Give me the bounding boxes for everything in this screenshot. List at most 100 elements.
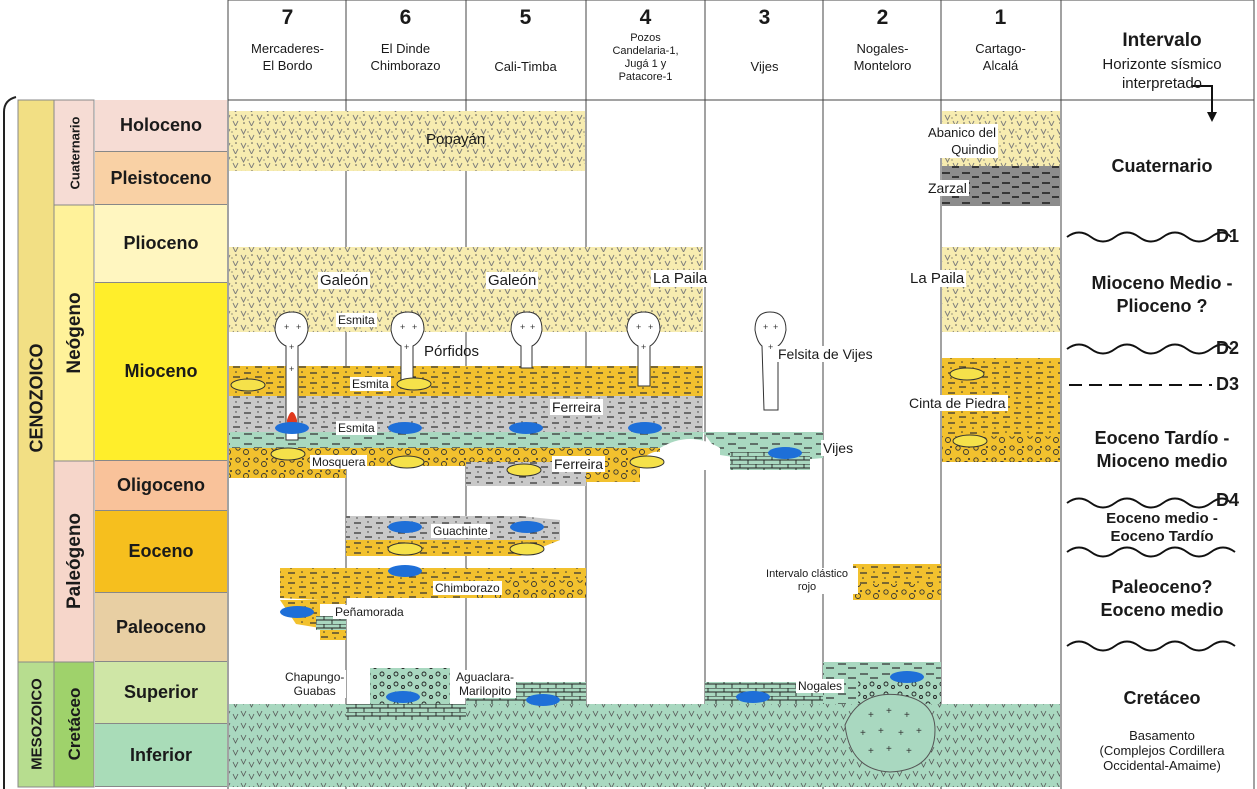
label-nogales: Nogales <box>796 679 845 693</box>
col-1-number: 1 <box>994 6 1007 29</box>
horizon-d2: D2 <box>1216 338 1240 358</box>
esmita-green <box>229 432 703 448</box>
epoch-paleoceno: Paleoceno <box>95 593 227 662</box>
label-esmita-1: Esmita <box>336 313 377 327</box>
period-cuaternario: Cuaternario <box>67 116 83 190</box>
interval-eoceno-medio-tardio: Eoceno medio - Eoceno Tardío <box>1106 510 1218 545</box>
col-7-name: Mercaderes- El Bordo <box>251 41 324 73</box>
label-vijes: Vijes <box>821 440 856 456</box>
label-chapungo: Chapungo- Guabas <box>283 670 347 698</box>
svg-text:+: + <box>860 728 866 739</box>
svg-text:+: + <box>404 342 409 352</box>
porfidos-intrusions <box>274 311 787 441</box>
label-popayan: Popayán <box>426 131 486 148</box>
col-5-name: Cali-Timba <box>494 59 557 74</box>
label-mosquera: Mosquera <box>310 455 368 469</box>
svg-text:+: + <box>906 746 912 757</box>
interval-paleoceno-eoceno: Paleoceno? Eoceno medio <box>1100 577 1224 620</box>
intrusive-body <box>844 693 936 773</box>
interval-cretaceo: Cretáceo <box>1123 688 1201 708</box>
label-galeon-2: Galeón <box>486 272 539 289</box>
horizon-d4: D4 <box>1216 490 1240 510</box>
svg-text:+: + <box>284 322 289 332</box>
col-1-name: Cartago- Alcalá <box>975 41 1026 73</box>
svg-text:+: + <box>289 364 294 374</box>
label-guachinte: Guachinte <box>431 524 490 538</box>
col-3-name: Vijes <box>750 59 779 74</box>
col-2-name: Nogales- Monteloro <box>853 41 912 73</box>
era-mesozoico-box <box>17 661 55 788</box>
lenses <box>230 367 988 706</box>
svg-text:+: + <box>868 710 874 721</box>
svg-text:+: + <box>886 706 892 717</box>
epoch-eoceno: Eoceno <box>95 511 227 593</box>
galeon-layer <box>229 247 703 332</box>
svg-text:+: + <box>916 726 922 737</box>
epoch-oligoceno: Oligoceno <box>95 461 227 511</box>
period-paleogeno-box <box>53 460 95 663</box>
interval-eoceno-mioceno: Eoceno Tardío - Mioceno medio <box>1094 428 1230 471</box>
intervalo-subtitle: Horizonte sísmico interpretado <box>1102 56 1222 92</box>
svg-text:+: + <box>641 342 646 352</box>
svg-text:+: + <box>878 726 884 737</box>
col-7-number: 7 <box>281 6 294 29</box>
epoch-pleistoceno: Pleistoceno <box>95 152 227 205</box>
era-mesozoico: MESOZOICO <box>28 678 46 770</box>
popayan-layer <box>229 111 585 171</box>
svg-text:+: + <box>296 322 301 332</box>
interval-basamento: Basamento (Complejos Cordillera Occident… <box>1099 728 1225 773</box>
horizon-d3: D3 <box>1216 374 1240 394</box>
period-cretaceo-box <box>53 661 95 788</box>
horizons <box>1066 231 1236 652</box>
col-6-number: 6 <box>399 6 412 29</box>
label-intervalo-clastico: Intervalo clástico rojo <box>756 568 858 594</box>
col-3-number: 3 <box>758 6 771 29</box>
period-cretaceo: Cretáceo <box>65 687 84 761</box>
epoch-holoceno: Holoceno <box>95 100 227 152</box>
col-2-number: 2 <box>876 6 889 29</box>
label-chimborazo: Chimborazo <box>433 581 502 595</box>
svg-text:+: + <box>636 322 641 332</box>
label-porfidos: Pórfidos <box>424 343 480 360</box>
period-paleogeno: Paleógeno <box>64 512 85 610</box>
svg-text:+: + <box>520 322 525 332</box>
svg-text:+: + <box>773 322 778 332</box>
interval-cuaternario: Cuaternario <box>1111 156 1213 176</box>
svg-text:+: + <box>868 746 874 757</box>
felsita-intrusion <box>754 311 787 411</box>
intervalo-title: Intervalo <box>1122 30 1202 51</box>
svg-text:+: + <box>400 322 405 332</box>
label-penamorada: Peñamorada <box>333 605 406 619</box>
period-neogeno: Neógeno <box>64 292 85 374</box>
horizon-d1: D1 <box>1216 226 1240 246</box>
period-neogeno-box <box>53 204 95 462</box>
label-abanico: Abanico del Quindio <box>894 124 998 158</box>
svg-text:+: + <box>289 342 294 352</box>
epoch-superior: Superior <box>95 662 227 724</box>
svg-text:+: + <box>763 322 768 332</box>
label-ferreira-1: Ferreira <box>550 399 604 415</box>
label-lapaila-1: La Paila <box>908 270 967 287</box>
label-esmita-3: Esmita <box>336 421 377 435</box>
lapaila-col1-layer <box>942 247 1060 332</box>
svg-text:+: + <box>530 322 535 332</box>
svg-text:+: + <box>648 322 653 332</box>
svg-text:+: + <box>904 710 910 721</box>
label-felsita: Felsita de Vijes <box>776 346 875 362</box>
col-4-name: Pozos Candelaria-1, Jugá 1 y Patacore-1 <box>612 32 679 83</box>
epoch-plioceno: Plioceno <box>95 205 227 283</box>
svg-text:+: + <box>898 728 904 739</box>
col-6-name: El Dinde Chimborazo <box>370 41 441 73</box>
svg-text:+: + <box>768 342 773 352</box>
epoch-mioceno: Mioceno <box>95 283 227 461</box>
era-cenozoico-box <box>17 99 55 663</box>
label-cinta: Cinta de Piedra <box>907 395 1008 411</box>
epoch-inferior: Inferior <box>95 724 227 787</box>
col-4-number: 4 <box>639 6 652 29</box>
era-cenozoico: CENOZOICO <box>26 343 47 453</box>
label-zarzal: Zarzal <box>926 180 969 196</box>
label-lapaila-4: La Paila <box>651 270 710 287</box>
svg-text:+: + <box>412 322 417 332</box>
label-esmita-2: Esmita <box>350 377 391 391</box>
